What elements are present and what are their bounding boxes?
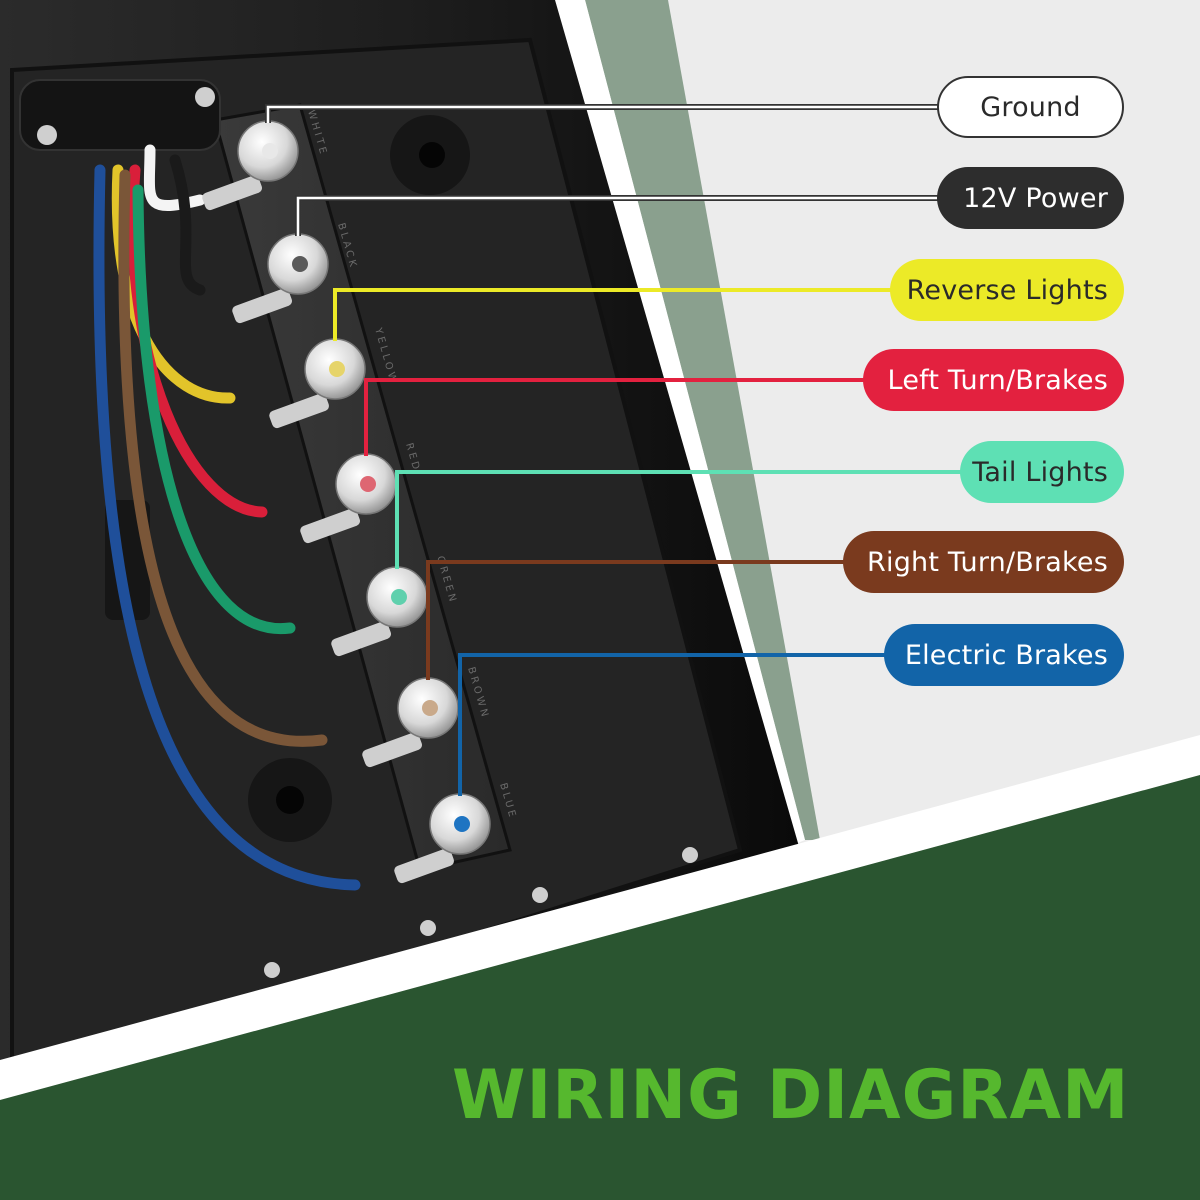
leader-line-reverse (333, 288, 894, 341)
lug-barrel (202, 175, 262, 211)
label-text-electric-brakes: Electric Brakes (904, 639, 1108, 671)
label-text-reverse: Reverse Lights (906, 274, 1108, 306)
diagram-title: WIRING DIAGRAM (452, 1056, 1130, 1135)
leader-line-ground (266, 105, 941, 123)
terminal-dot-right-turn (422, 700, 438, 716)
terminal-dot-reverse (329, 361, 345, 377)
terminal-dot-left-turn (360, 476, 376, 492)
cable-clamp (19, 79, 221, 151)
leader-line-power (296, 196, 941, 236)
label-pill-electric-brakes: Electric Brakes (884, 624, 1124, 686)
terminal-ground: WHITE (202, 109, 329, 211)
white-separator (0, 735, 1200, 1100)
leader-line-right-turn (426, 560, 847, 680)
terminal-dot-power (292, 256, 308, 272)
label-text-ground: Ground (980, 91, 1081, 123)
label-text-left-turn: Left Turn/Brakes (887, 364, 1108, 396)
screw-icon (532, 887, 548, 903)
terminal-electric-brakes: BLUE (394, 782, 518, 884)
accent-stripe (585, 0, 820, 840)
terminal-dot-ground (262, 143, 278, 159)
wire-power (169, 154, 206, 296)
leader-line-electric-brakes (458, 653, 888, 796)
screw-icon (195, 87, 215, 107)
label-pill-power: 12V Power (937, 167, 1124, 229)
wire-right-turn (118, 169, 328, 747)
lug-barrel (362, 732, 422, 768)
screw-icon (420, 920, 436, 936)
screw-icon (682, 847, 698, 863)
screw-icon (264, 962, 280, 978)
label-pill-ground: Ground (937, 76, 1124, 138)
standoff-hole (276, 786, 304, 814)
label-pill-right-turn: Right Turn/Brakes (843, 531, 1124, 593)
terminal-dot-electric-brakes (454, 816, 470, 832)
white-strip (555, 0, 805, 850)
lug-barrel (232, 288, 292, 324)
label-text-right-turn: Right Turn/Brakes (867, 546, 1108, 578)
screw-icon (37, 125, 57, 145)
label-pill-reverse: Reverse Lights (890, 259, 1124, 321)
wire-left-turn (127, 164, 268, 518)
standoff-hole (419, 142, 445, 168)
terminal-dot-tail (391, 589, 407, 605)
terminal-tail: GREEN (331, 555, 458, 657)
wire-tail (132, 184, 296, 635)
lug-barrel (269, 393, 329, 429)
lug-barrel (300, 508, 360, 544)
leader-line-tail (395, 470, 964, 569)
leader-line-left-turn (364, 378, 867, 456)
wire-electric-brakes (93, 164, 361, 891)
lug-barrel (394, 848, 454, 884)
label-text-tail: Tail Lights (972, 456, 1108, 488)
bottom-band (0, 775, 1200, 1200)
label-pill-tail: Tail Lights (960, 441, 1124, 503)
terminal-left-turn: RED (300, 442, 422, 544)
label-pill-left-turn: Left Turn/Brakes (863, 349, 1124, 411)
label-text-power: 12V Power (963, 182, 1108, 214)
lug-barrel (331, 621, 391, 657)
